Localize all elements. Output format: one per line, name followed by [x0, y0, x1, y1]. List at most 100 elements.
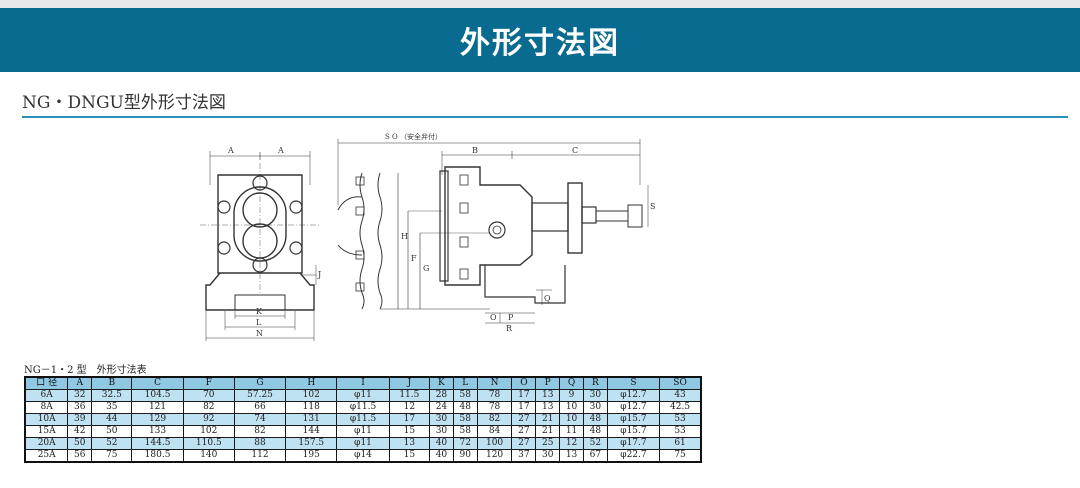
table-cell: 30 — [582, 401, 608, 414]
label-s: S — [650, 202, 655, 211]
table-cell: 21 — [535, 413, 561, 426]
table-cell: 10 — [559, 413, 584, 426]
label-n: N — [256, 329, 263, 338]
top-strip — [0, 0, 1080, 8]
column-header: S — [606, 376, 661, 390]
section-divider — [22, 116, 1068, 118]
table-cell: 25A — [24, 449, 69, 463]
column-header: 口 径 — [24, 376, 69, 390]
table-cell: φ14 — [336, 449, 390, 463]
table-cell: 9 — [559, 389, 584, 402]
table-cell: 30 — [535, 449, 561, 463]
label-a1: A — [227, 146, 234, 155]
table-cell: 42 — [67, 425, 93, 438]
column-header: N — [476, 376, 513, 390]
table-cell: 21 — [535, 425, 561, 438]
table-cell: 30 — [429, 425, 454, 438]
dimension-drawing: A A K L N J S O （安全弁付） B C S H F G O P R… — [200, 132, 655, 341]
table-cell: 20A — [24, 437, 69, 450]
table-cell: 11 — [559, 425, 584, 438]
table-cell: 121 — [131, 401, 184, 414]
page-banner: 外形寸法図 — [0, 8, 1080, 72]
table-cell: 58 — [452, 389, 478, 402]
table-cell: 44 — [91, 413, 133, 426]
table-cell: 37 — [511, 449, 537, 463]
table-cell: 13 — [535, 389, 561, 402]
table-cell: 61 — [659, 437, 702, 450]
table-cell: 82 — [182, 401, 235, 414]
table-cell: φ15.7 — [606, 425, 661, 438]
side-view — [337, 139, 649, 324]
table-cell: 40 — [429, 449, 454, 463]
column-header: A — [67, 376, 93, 390]
table-cell: 75 — [91, 449, 133, 463]
table-cell: 35 — [91, 401, 133, 414]
column-header: P — [535, 376, 561, 390]
table-cell: 66 — [233, 401, 287, 414]
table-cell: 17 — [388, 413, 431, 426]
table-cell: φ11 — [336, 437, 390, 450]
table-cell: 90 — [452, 449, 478, 463]
label-g: G — [423, 264, 429, 273]
label-j: J — [317, 270, 321, 279]
table-cell: 157.5 — [285, 437, 338, 450]
table-cell: φ17.7 — [606, 437, 661, 450]
table-cell: 48 — [452, 401, 478, 414]
table-cell: 100 — [476, 437, 513, 450]
table-cell: 27 — [511, 437, 537, 450]
label-r: R — [506, 324, 513, 333]
table-cell: 13 — [535, 401, 561, 414]
column-header: C — [131, 376, 184, 390]
table-cell: 84 — [476, 425, 513, 438]
label-p: P — [508, 313, 514, 322]
label-k: K — [256, 307, 263, 316]
table-cell: 50 — [91, 425, 133, 438]
table-cell: 27 — [511, 413, 537, 426]
table-cell: 144 — [285, 425, 338, 438]
table-cell: 30 — [429, 413, 454, 426]
front-view — [200, 151, 320, 341]
table-cell: 15 — [388, 449, 431, 463]
label-h: H — [401, 232, 408, 241]
label-f: F — [411, 254, 417, 263]
table-cell: φ11 — [336, 425, 390, 438]
table-cell: 110.5 — [182, 437, 235, 450]
table-cell: 58 — [452, 425, 478, 438]
table-cell: 53 — [659, 425, 702, 438]
table-cell: 42.5 — [659, 401, 702, 414]
table-cell: 75 — [659, 449, 702, 463]
column-header: K — [429, 376, 454, 390]
label-a2: A — [277, 146, 284, 155]
table-cell: 102 — [182, 425, 235, 438]
label-so: S O （安全弁付） — [385, 132, 442, 141]
banner-title: 外形寸法図 — [460, 26, 620, 61]
table-cell: 74 — [233, 413, 287, 426]
table-cell: 12 — [388, 401, 431, 414]
table-cell: 144.5 — [131, 437, 184, 450]
table-cell: 112 — [233, 449, 287, 463]
table-cell: 129 — [131, 413, 184, 426]
table-cell: 12 — [559, 437, 584, 450]
table-cell: 180.5 — [131, 449, 184, 463]
table-cell: 58 — [452, 413, 478, 426]
column-header: Q — [559, 376, 584, 390]
table-cell: φ11.5 — [336, 401, 390, 414]
table-cell: 82 — [476, 413, 513, 426]
table-cell: 57.25 — [233, 389, 287, 402]
table-cell: 27 — [511, 425, 537, 438]
column-header: L — [452, 376, 478, 390]
table-cell: φ15.7 — [606, 413, 661, 426]
label-l: L — [256, 318, 262, 327]
table-cell: 10A — [24, 413, 69, 426]
table-cell: 53 — [659, 413, 702, 426]
table-cell: 67 — [582, 449, 608, 463]
table-cell: 24 — [429, 401, 454, 414]
table-cell: 131 — [285, 413, 338, 426]
